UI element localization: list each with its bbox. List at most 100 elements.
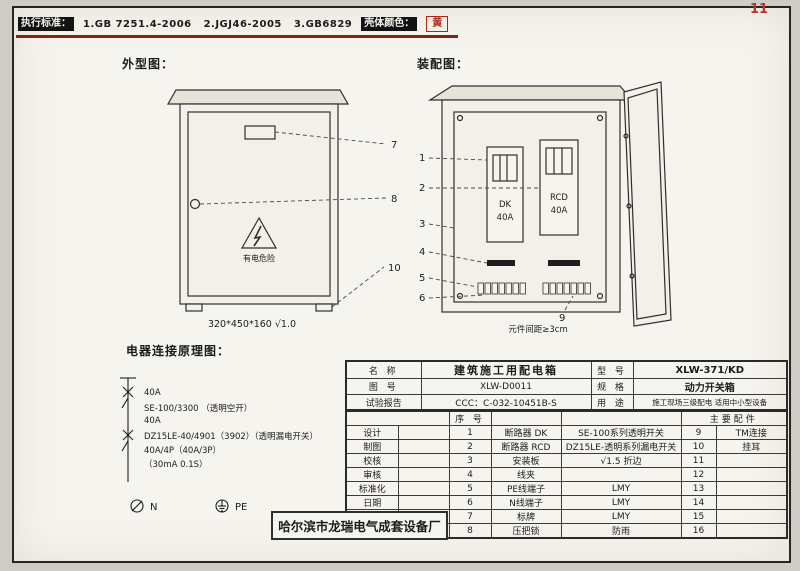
left-label-cell: 标准化 xyxy=(345,481,399,496)
model-label-cell: 型 号 xyxy=(590,360,634,379)
name-label-cell: 名 称 xyxy=(345,360,422,379)
breaker-dk-rating: 40A xyxy=(497,213,514,223)
callout-6: 6 xyxy=(419,293,425,304)
breaker-dk xyxy=(486,146,524,243)
open-door xyxy=(623,81,672,327)
part-no2-cell: 13 xyxy=(680,481,717,496)
use-value-cell: 施工现场三级配电 适用中小型设备 xyxy=(632,394,788,411)
terminal-strips xyxy=(477,282,591,295)
busbars xyxy=(487,260,580,266)
part-spec-cell xyxy=(560,467,682,482)
part-no2-cell: 9 xyxy=(680,425,717,440)
standards-header: 执行标准： 1.GB 7251.4-2006 2.JGJ46-2005 3.GB… xyxy=(16,13,458,38)
part-no-cell: 5 xyxy=(448,481,492,496)
part-name-cell: 线夹 xyxy=(490,467,562,482)
callout-9: 9 xyxy=(559,313,565,324)
left-value-cell xyxy=(397,453,450,468)
warning-triangle-icon xyxy=(240,216,278,249)
callout-2: 2 xyxy=(419,183,425,194)
assembly-figure-title: 装配图： xyxy=(417,57,470,71)
left-value-cell xyxy=(397,425,450,440)
assembly-roof xyxy=(427,85,634,101)
blank-cell xyxy=(345,410,450,426)
schematic-title: 电器连接原理图： xyxy=(126,344,231,358)
standards-label: 执行标准： xyxy=(18,17,74,31)
part-no2-cell: 12 xyxy=(680,467,717,482)
assembly-body xyxy=(441,99,621,313)
schematic-line: DZ15LE-40/4901（3902）（透明漏电开关） xyxy=(144,432,319,442)
left-label-cell: 审核 xyxy=(345,467,399,482)
parts-row: 校核 3 安装板 √1.5 折边 11 xyxy=(345,453,788,468)
part-no2-cell: 14 xyxy=(680,495,717,510)
parts-row: 审核 4 线夹 12 xyxy=(345,467,788,482)
left-label-cell: 设计 xyxy=(345,425,399,440)
plate-screws xyxy=(456,114,604,300)
drawing-no-value-cell: XLW-D0011 xyxy=(420,378,592,395)
parts-row: 设计 1 断路器 DK SE-100系列透明开关 9 TM连接 xyxy=(345,425,788,440)
page-number: 11 xyxy=(750,2,769,17)
left-value-cell xyxy=(397,439,450,454)
earth-pe-symbol xyxy=(215,499,229,513)
part-name-cell: 断路器 RCD xyxy=(490,439,562,454)
part-no-cell: 7 xyxy=(448,509,492,524)
parts-row: 标准化 5 PE线端子 LMY 13 xyxy=(345,481,788,496)
part-no2-cell: 10 xyxy=(680,439,717,454)
part-note-cell xyxy=(715,467,788,482)
door-lock-icon xyxy=(189,198,201,210)
cabinet-roof xyxy=(166,89,350,105)
parts-header-cell: 主要配件 xyxy=(680,410,788,426)
part-no-cell: 1 xyxy=(448,425,492,440)
part-name-cell: PE线端子 xyxy=(490,481,562,496)
schematic-figure: N PE 40A SE-100/3300 （透明空开） 40A DZ15LE-4… xyxy=(108,372,348,527)
part-name-cell: 标牌 xyxy=(490,509,562,524)
part-no-cell: 3 xyxy=(448,453,492,468)
part-spec-cell: LMY xyxy=(560,481,682,496)
left-label-cell: 日期 xyxy=(345,495,399,510)
phase-n-symbol xyxy=(130,499,144,513)
breaker-symbol-rcd xyxy=(121,429,134,452)
callout-7: 7 xyxy=(391,140,397,151)
report-label-cell: 试验报告 xyxy=(345,394,422,411)
callout-5: 5 xyxy=(419,273,425,284)
part-no2-cell: 11 xyxy=(680,453,717,468)
outline-figure: 7 8 10 有电危险 320*450*160 √1.0 xyxy=(166,89,401,330)
spec-label-cell: 规 格 xyxy=(590,378,634,395)
title-row-drawing: 图 号 XLW-D0011 规 格 动力开关箱 xyxy=(345,378,788,395)
part-name-cell: 压把锁 xyxy=(490,523,562,539)
part-name-cell: 断路器 DK xyxy=(490,425,562,440)
spacing-note: 元件间距≥3cm xyxy=(508,324,567,335)
part-name-cell: N线端子 xyxy=(490,495,562,510)
use-label-cell: 用 途 xyxy=(590,394,634,411)
breaker-rcd xyxy=(539,139,579,236)
part-spec-cell: LMY xyxy=(560,495,682,510)
title-row-report: 试验报告 CCC：C-032-10451B-S 用 途 施工现场三级配电 适用中… xyxy=(345,394,788,411)
schematic-line: 40A/4P（40A/3P） xyxy=(144,446,222,456)
callout-10: 10 xyxy=(388,263,401,274)
drawing-no-label-cell: 图 号 xyxy=(345,378,422,395)
part-note-cell xyxy=(715,453,788,468)
schematic-line: 40A xyxy=(144,388,161,398)
callout-3: 3 xyxy=(419,219,425,230)
index-header-cell: 序 号 xyxy=(448,410,492,426)
breaker-rcd-rating: 40A xyxy=(551,206,568,216)
outline-figure-title: 外型图： xyxy=(122,57,175,71)
part-no2-cell: 15 xyxy=(680,509,717,524)
left-label-cell: 校核 xyxy=(345,453,399,468)
schematic-line: SE-100/3300 （透明空开） xyxy=(144,404,253,414)
part-no2-cell: 16 xyxy=(680,523,717,539)
schematic-symbols: N PE xyxy=(120,377,247,513)
part-name-cell: 安装板 xyxy=(490,453,562,468)
breaker-symbol-main xyxy=(121,386,134,409)
mounting-feet xyxy=(185,303,333,312)
spec-value-cell: 动力开关箱 xyxy=(632,378,788,395)
callout-1: 1 xyxy=(419,153,425,164)
part-note-cell: 挂耳 xyxy=(715,439,788,454)
breaker-dk-name: DK xyxy=(499,200,512,210)
part-spec-cell: SE-100系列透明开关 xyxy=(560,425,682,440)
schematic-line: 40A xyxy=(144,416,161,426)
outline-leader-lines xyxy=(199,131,387,308)
nameplate xyxy=(244,125,276,140)
blank-cell xyxy=(490,410,562,426)
parts-row: 制图 2 断路器 RCD DZ15LE-透明系列漏电开关 10 挂耳 xyxy=(345,439,788,454)
mounting-plate xyxy=(453,111,607,303)
